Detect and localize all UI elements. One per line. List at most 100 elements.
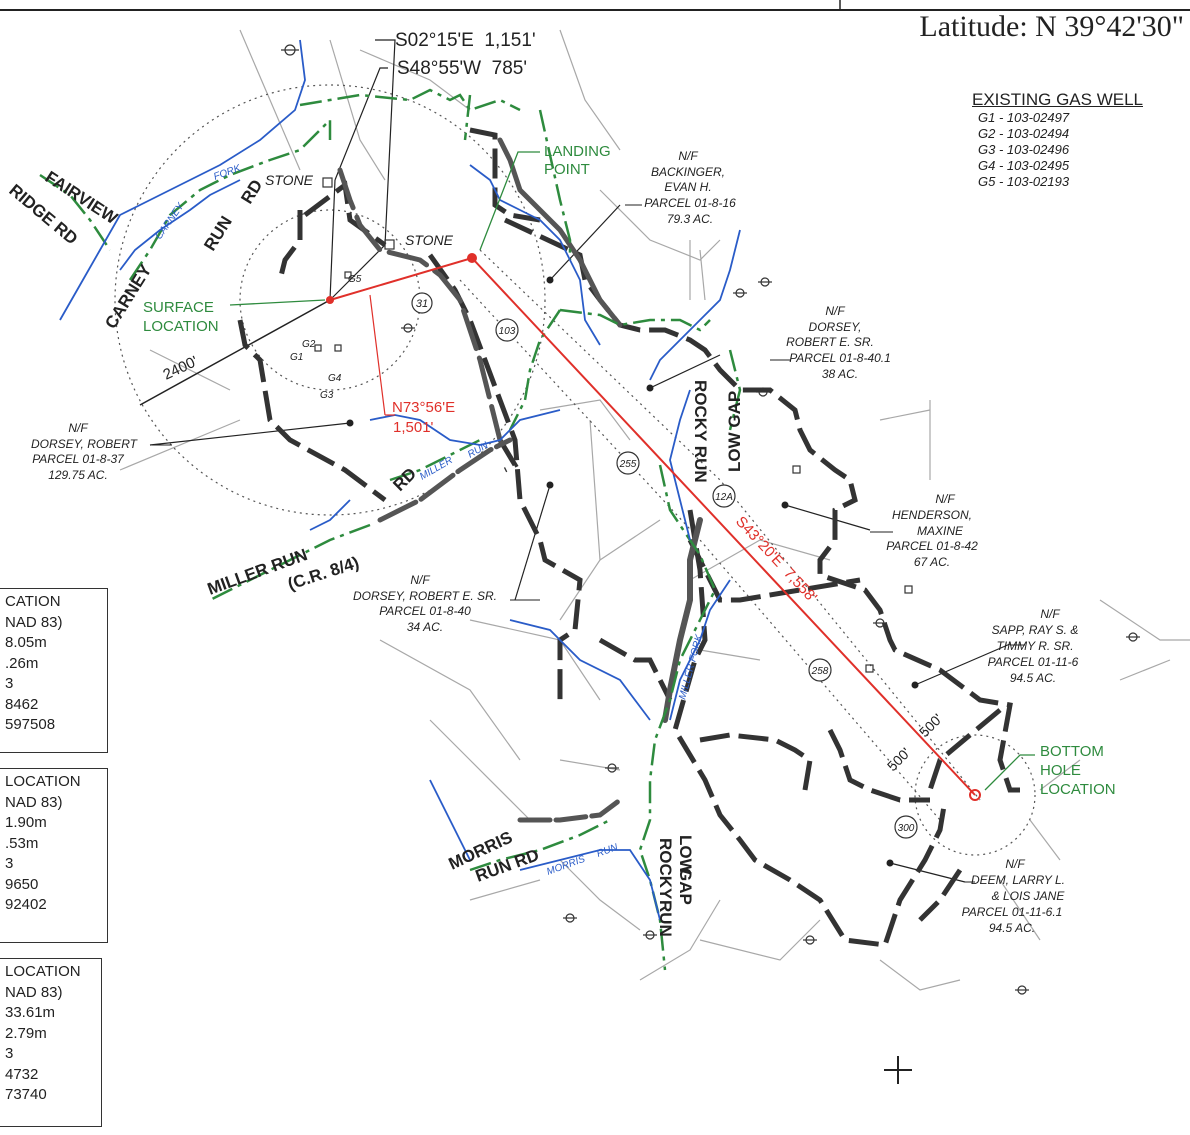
box-line: .53m xyxy=(5,834,39,852)
parcel-line: N/F xyxy=(935,492,955,506)
location-box-3: LOCATION NAD 83) 33.61m 2.79m 3 4732 737… xyxy=(0,958,102,1127)
box-line: 1.90m xyxy=(5,814,47,831)
box-line: 8.05m xyxy=(5,634,47,651)
parcel-line: PARCEL 01-8-16 xyxy=(644,196,736,210)
box-line: 2.79m xyxy=(5,1024,47,1042)
box-line: .26m xyxy=(5,654,39,672)
radius-label: 2400' xyxy=(161,353,201,384)
bottom-hole-marker xyxy=(969,789,981,801)
parcel-line: EVAN H. xyxy=(664,180,711,194)
parcel-line: PARCEL 01-8-40 xyxy=(379,604,471,618)
parcel-line: 129.75 AC. xyxy=(48,468,108,482)
bearing-2: S48°55'W 785' xyxy=(397,58,527,79)
parcel-line: PARCEL 01-8-42 xyxy=(886,539,978,553)
well-label: G1 xyxy=(290,352,303,363)
stone-label-1: STONE xyxy=(265,172,314,188)
surface-location-label: SURFACE xyxy=(143,299,214,316)
parcel-henderson: N/F HENDERSON, MAXINE PARCEL 01-8-42 67 … xyxy=(886,492,978,569)
box-line: 3 xyxy=(5,675,14,692)
gas-well-row: G5 - 103-02193 xyxy=(978,174,1070,189)
roads xyxy=(337,137,703,823)
box-line: 8462 xyxy=(5,695,39,713)
parcel-line: DORSEY, ROBERT xyxy=(31,437,139,451)
road-low-gap: LOW GAP xyxy=(725,391,744,472)
parcel-line: TIMMY R. SR. xyxy=(996,639,1073,653)
well-label: G4 xyxy=(328,373,342,384)
road-rd-2: RD xyxy=(389,464,420,495)
landing-point-label: LANDING xyxy=(544,143,611,160)
parcel-line: HENDERSON, xyxy=(892,508,972,522)
parcel-line: 34 AC. xyxy=(407,620,443,634)
road-rd: RD xyxy=(237,176,266,207)
well-symbols xyxy=(281,44,1140,995)
parcel-dorsey-40: N/F DORSEY, ROBERT E. SR. PARCEL 01-8-40… xyxy=(353,573,497,634)
well-labels: G5 G2 G1 G4 G3 xyxy=(290,274,362,401)
box-line: NAD 83) xyxy=(5,983,63,1001)
location-box-2: LOCATION NAD 83) 1.90m .53m 3 9650 92402 xyxy=(0,768,108,943)
parcel-line: 67 AC. xyxy=(914,555,950,569)
box-line: CATION xyxy=(5,593,61,610)
well-label: G2 xyxy=(302,339,316,350)
well-label: G3 xyxy=(320,390,334,401)
plus-mark xyxy=(884,1056,912,1084)
parcel-dots xyxy=(346,276,919,867)
box-line: NAD 83) xyxy=(5,793,63,811)
landing-point-label-2: POINT xyxy=(544,161,590,178)
box-line: LOCATION xyxy=(5,773,81,790)
bearing-3: N73°56'E xyxy=(392,399,455,416)
background-lines xyxy=(119,29,1190,991)
parcel-line: N/F xyxy=(678,149,698,163)
gas-well-row: G4 - 103-02495 xyxy=(978,158,1070,173)
parcel-line: PARCEL 01-11-6.1 xyxy=(962,905,1063,919)
parcel-line: DORSEY, ROBERT E. SR. xyxy=(353,589,497,603)
parcel-line: PARCEL 01-11-6 xyxy=(988,655,1079,669)
box-line: 92402 xyxy=(5,896,47,913)
box-line: 3 xyxy=(5,1045,14,1062)
parcel-line: N/F xyxy=(1005,857,1025,871)
parcel-line: DEEM, LARRY L. xyxy=(971,873,1065,887)
callout-leaders xyxy=(229,151,1035,791)
landing-point-marker xyxy=(467,253,477,263)
latitude-label: Latitude: N 39°42'30" xyxy=(919,10,1184,43)
parcel-line: PARCEL 01-8-37 xyxy=(32,452,125,466)
circle-label: 300 xyxy=(898,823,915,834)
circle-label: 258 xyxy=(811,666,829,677)
box-line: 9650 xyxy=(5,875,39,893)
box-line: 73740 xyxy=(5,1086,47,1103)
bottom-hole-label-2: HOLE xyxy=(1040,762,1081,779)
parcel-dorsey-40-1: N/F DORSEY, ROBERT E. SR. PARCEL 01-8-40… xyxy=(786,304,891,381)
parcel-line: MAXINE xyxy=(917,524,964,538)
parcel-line: N/F xyxy=(410,573,430,587)
survey-lines xyxy=(149,39,1011,883)
gas-well-row: G1 - 103-02497 xyxy=(978,110,1070,125)
existing-gas-well-legend: EXISTING GAS WELL G1 - 103-02497 G2 - 10… xyxy=(972,90,1143,190)
parcel-backinger: N/F BACKINGER, EVAN H. PARCEL 01-8-16 79… xyxy=(644,149,736,226)
bottom-hole-label: BOTTOM xyxy=(1040,743,1104,760)
parcel-leaders xyxy=(152,204,1025,883)
bottom-hole-label-3: LOCATION xyxy=(1040,781,1116,798)
parcel-line: N/F xyxy=(68,421,88,435)
circle-label: 255 xyxy=(619,459,637,470)
gas-well-row: G2 - 103-02494 xyxy=(978,126,1070,141)
green-dashed-lines xyxy=(39,88,742,971)
circle-label: 103 xyxy=(499,326,516,337)
bearing-3-dist: 1,501' xyxy=(393,419,434,436)
gas-well-row: G3 - 103-02496 xyxy=(978,142,1070,157)
location-box-1: CATION NAD 83) 8.05m .26m 3 8462 597508 xyxy=(0,588,108,753)
road-rocky: ROCKY xyxy=(656,838,675,900)
box-line: 4732 xyxy=(5,1065,39,1083)
property-boundaries xyxy=(237,127,1020,948)
parcel-line: ROBERT E. SR. xyxy=(786,335,874,349)
parcel-line: 79.3 AC. xyxy=(667,212,713,226)
parcel-line: PARCEL 01-8-40.1 xyxy=(789,351,891,365)
box-line: 33.61m xyxy=(5,1004,56,1021)
stream-carney: CARNEY xyxy=(153,200,187,242)
gas-well-legend-title: EXISTING GAS WELL xyxy=(972,90,1143,109)
radius-line xyxy=(139,299,331,406)
box-line: LOCATION xyxy=(5,963,81,980)
parcel-dorsey-37: N/F DORSEY, ROBERT PARCEL 01-8-37 129.75… xyxy=(31,421,139,482)
parcel-line: 38 AC. xyxy=(822,367,858,381)
parcel-line: & LOIS JANE xyxy=(992,889,1066,903)
bearing-1: S02°15'E 1,151' xyxy=(395,30,536,51)
